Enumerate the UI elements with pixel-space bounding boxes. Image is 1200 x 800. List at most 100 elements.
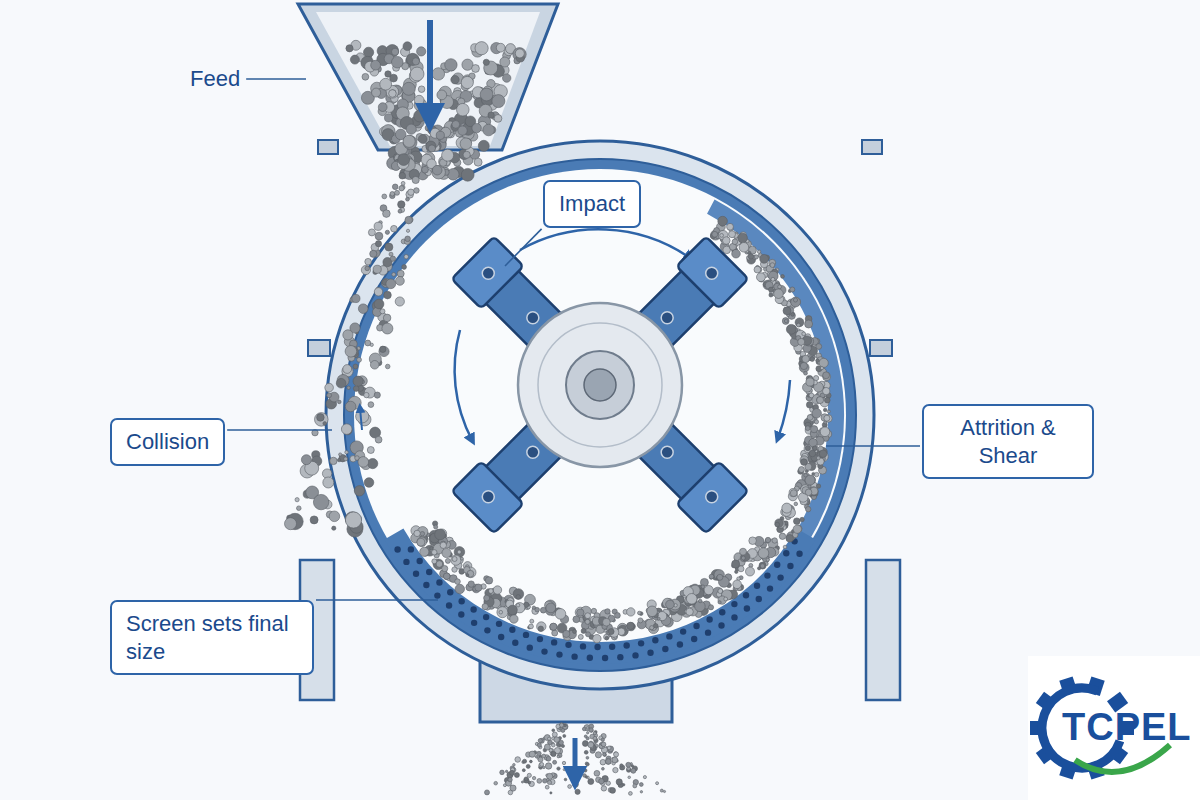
- particle: [581, 628, 586, 633]
- particle: [795, 318, 804, 327]
- particle: [417, 538, 425, 546]
- particle: [754, 255, 758, 259]
- particle: [701, 585, 705, 589]
- particle: [605, 636, 609, 640]
- particle: [460, 138, 472, 150]
- particle: [766, 558, 769, 561]
- screen-hole: [718, 622, 724, 628]
- particle: [800, 517, 804, 521]
- screen-hole: [565, 642, 571, 648]
- callout-text: Collision: [126, 428, 209, 456]
- particle: [442, 149, 454, 161]
- particle: [540, 607, 546, 613]
- particle: [434, 525, 438, 529]
- particle: [769, 293, 773, 297]
- particle: [515, 757, 521, 763]
- particle: [813, 446, 818, 451]
- particle: [817, 397, 824, 404]
- particle: [332, 526, 336, 530]
- rotor-hub: [566, 351, 634, 419]
- particle: [398, 209, 402, 213]
- particle: [329, 511, 340, 522]
- particle: [563, 769, 565, 771]
- particle: [594, 770, 600, 776]
- particle: [811, 426, 818, 433]
- screen-hole: [764, 572, 770, 578]
- particle: [380, 78, 392, 90]
- particle: [564, 724, 567, 727]
- particle: [807, 415, 813, 421]
- particle: [494, 115, 502, 123]
- particle: [805, 446, 810, 451]
- particle: [374, 288, 382, 296]
- callout-box: Attrition & Shear: [922, 404, 1094, 479]
- particle: [484, 595, 490, 601]
- particle: [515, 49, 524, 58]
- particle: [568, 785, 572, 789]
- particle: [514, 773, 519, 778]
- particle: [545, 763, 551, 769]
- particle: [358, 304, 368, 314]
- particle: [765, 537, 770, 542]
- particle: [524, 778, 529, 783]
- rotation-arrow: [455, 330, 472, 440]
- particle: [718, 216, 728, 226]
- particle: [784, 319, 788, 323]
- pin-bolt: [659, 309, 676, 326]
- particle: [430, 547, 433, 550]
- particle: [772, 538, 777, 543]
- particle: [530, 760, 533, 763]
- particle: [599, 743, 605, 749]
- particle: [727, 223, 734, 230]
- particle: [585, 619, 590, 624]
- particle: [732, 560, 740, 568]
- particle: [478, 140, 489, 151]
- particle: [483, 124, 495, 136]
- particle: [505, 770, 507, 772]
- particle: [593, 635, 601, 643]
- particle: [717, 574, 723, 580]
- particle: [343, 365, 352, 374]
- particle: [584, 735, 587, 738]
- particle: [769, 287, 774, 292]
- particle: [374, 392, 380, 398]
- particle: [285, 518, 297, 530]
- particle: [542, 754, 546, 758]
- particle: [526, 764, 530, 768]
- particle: [535, 607, 540, 612]
- leader-line: [505, 229, 542, 266]
- particle: [814, 472, 818, 476]
- screen-hole: [731, 614, 737, 620]
- particle: [733, 580, 742, 589]
- particle: [513, 764, 516, 767]
- particle: [483, 59, 489, 65]
- particle: [403, 42, 412, 51]
- particle: [605, 609, 610, 614]
- particle: [824, 415, 830, 421]
- particle: [656, 782, 659, 785]
- particle: [584, 750, 588, 754]
- particle: [771, 277, 775, 281]
- particle: [352, 294, 360, 302]
- particle: [798, 338, 805, 345]
- particle: [508, 778, 512, 782]
- hopper-inner: [316, 12, 540, 146]
- particle: [769, 271, 779, 281]
- particle: [452, 557, 457, 562]
- screen-hole: [403, 559, 409, 565]
- screen-hole: [617, 654, 623, 660]
- particle: [405, 236, 411, 242]
- particle: [493, 586, 501, 594]
- particle: [595, 752, 601, 758]
- screen-hole: [652, 637, 658, 643]
- particle: [516, 603, 520, 607]
- particle: [418, 86, 425, 93]
- particle: [586, 756, 589, 759]
- particle: [545, 785, 549, 789]
- particle: [463, 151, 470, 158]
- particle: [814, 420, 818, 424]
- particle: [586, 762, 590, 766]
- particle: [757, 273, 766, 282]
- particle: [343, 330, 353, 340]
- particle: [389, 90, 397, 98]
